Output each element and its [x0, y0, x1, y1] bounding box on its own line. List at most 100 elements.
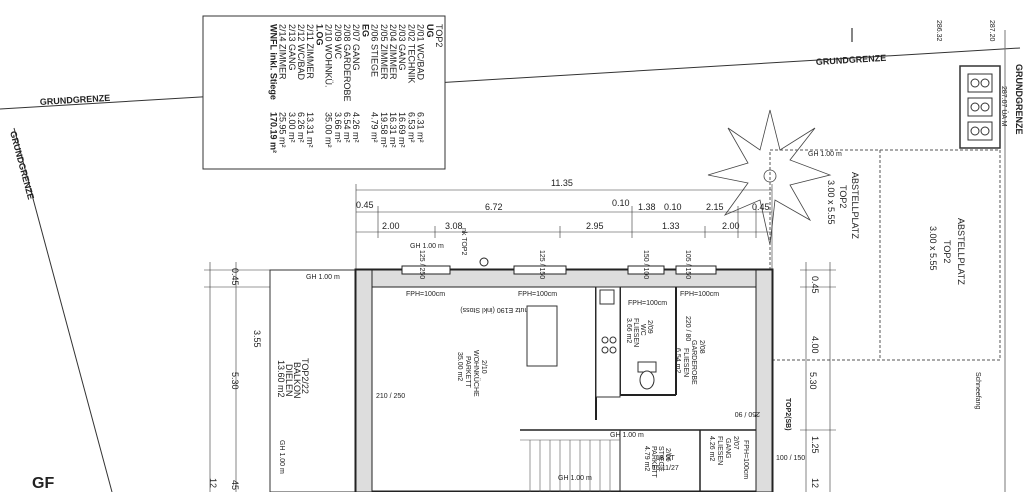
- garderobe-code: 2/08: [698, 340, 705, 354]
- parking-left-top: TOP2: [838, 185, 848, 208]
- schedule-area: 6.31 m²: [416, 112, 426, 143]
- schedule-group: EG: [360, 24, 370, 37]
- wc-fixture: [637, 361, 657, 390]
- garderobe-name: GARDEROBE: [690, 340, 697, 385]
- brandschutz-label: Brandschutz E190 (inkl Stoss): [460, 306, 554, 313]
- balcony-gh-top: GH 1.00 m: [306, 274, 340, 281]
- door-label-250-90: 250 / 90: [735, 410, 760, 417]
- schedule-row: 2/12 WC/BAD: [296, 24, 306, 81]
- stair-gh-label: GH 1.00 m: [610, 432, 644, 439]
- schedule-row: 2/13 GANG: [287, 24, 297, 71]
- gang-area: 4.26 m2: [708, 436, 715, 461]
- stiege-floor: PARKETT: [650, 446, 657, 478]
- parking-right-label: ABSTELLPLATZ: [956, 218, 966, 285]
- dim-v-530-left: 5.30: [230, 372, 240, 390]
- nk-top2-label: nk TOP2: [460, 228, 467, 255]
- schedule-area: 170.19 m²: [268, 112, 278, 153]
- schedule-area: 6.26 m²: [296, 112, 306, 143]
- dim-045-left: 0.45: [356, 200, 374, 210]
- wohnkueche-code: 2/10: [480, 360, 487, 374]
- window-label-d: 105 / 150: [684, 250, 691, 279]
- dim-v-045-right: 0.45: [810, 276, 820, 294]
- door-label-220-80: 220 / 80: [684, 316, 691, 341]
- schedule-area: 16.31 m²: [388, 112, 398, 148]
- dim-200-b: 2.00: [722, 221, 740, 231]
- dim-010-a: 0.10: [612, 198, 630, 208]
- fph-label-4: FPH=100cm: [680, 291, 719, 298]
- boundary-label-left: GRUNDGRENZE: [8, 130, 36, 201]
- dim-v-125: 1.25: [810, 436, 820, 454]
- parking-right-size: 3.00 x 5.55: [928, 226, 938, 271]
- schedule-area: 4.79 m²: [370, 112, 380, 143]
- schedule-row: 2/14 ZIMMER: [278, 24, 288, 80]
- stair-count: 18 ST: [656, 455, 675, 462]
- property-boundary: [0, 30, 1021, 492]
- boundary-label-bottom-fragment: GF: [32, 475, 54, 492]
- schedule-row: 2/04 ZIMMER: [388, 24, 398, 80]
- wc-area: 3.66 m2: [625, 318, 632, 343]
- balcony-gh-bottom: GH 1.00 m: [278, 440, 285, 474]
- balcony-area: 13.60 m2: [276, 360, 286, 398]
- gh-long-label: GH 1.00 m: [558, 475, 592, 482]
- wohnkueche-area: 35.00 m2: [456, 352, 463, 381]
- dim-138: 1.38: [638, 202, 656, 212]
- dim-133: 1.33: [662, 221, 680, 231]
- boundary-label-top-left: GRUNDGRENZE: [40, 93, 111, 107]
- dim-v-12-right: 12: [810, 478, 820, 488]
- schedule-area: 4.26 m²: [351, 112, 361, 143]
- garderobe-floor: FLIESEN: [682, 348, 689, 377]
- schedule-area: 3.66 m²: [333, 112, 343, 143]
- stiege-area: 4.79 m2: [643, 446, 650, 471]
- dim-v-45-left: 45: [230, 480, 240, 490]
- parking-gh-label: GH 1.00 m: [808, 151, 842, 158]
- dim-215: 2.15: [706, 202, 724, 212]
- schedule-area: 35.00 m²: [324, 112, 334, 148]
- fph-label-2: FPH=100cm: [518, 291, 557, 298]
- parking-left-label: ABSTELLPLATZ: [850, 172, 860, 239]
- schedule-area: 19.58 m²: [379, 112, 389, 148]
- dim-v-400: 4.00: [810, 336, 820, 354]
- elevation-left: 286.32: [935, 20, 942, 42]
- dimension-lines-right: [800, 262, 836, 492]
- wc-code: 2/09: [646, 320, 653, 334]
- schedule-row: 2/08 GARDEROBE: [342, 24, 352, 102]
- wc-name: WC: [639, 324, 646, 336]
- schedule-title: TOP2: [434, 24, 444, 47]
- garderobe-area: 6.54 m2: [674, 348, 681, 373]
- stiege-code: 2/06: [664, 448, 671, 462]
- schedule-row: 2/11 ZIMMER: [305, 24, 315, 79]
- parking-area: [769, 149, 1001, 361]
- gang-floor: FLIESEN: [716, 436, 723, 465]
- dim-200: 2.00: [382, 221, 400, 231]
- window-label-b: 125 / 150: [538, 250, 545, 279]
- stair-ratio: 16.11/27: [652, 465, 679, 472]
- schedule-area: 6.54 m²: [342, 112, 352, 143]
- schedule-area: 25.95 m²: [278, 112, 288, 148]
- dim-010-b: 0.10: [664, 202, 682, 212]
- fph-label-5: FPH=100cm: [742, 440, 749, 479]
- schedule-row: 2/03 GANG: [397, 24, 407, 71]
- windows-top: [401, 265, 717, 275]
- gang-name: GANG: [724, 438, 731, 459]
- fph-label-1: FPH=100cm: [406, 291, 445, 298]
- window-label-a: 125 / 250: [418, 250, 425, 279]
- schedule-row: 2/05 ZIMMER: [379, 24, 389, 80]
- dim-v-045-top: 0.45: [230, 268, 240, 286]
- boundary-label-right: GRUNDGRENZE: [1014, 64, 1024, 135]
- dim-308: 3.08: [445, 221, 463, 231]
- schedule-row: 2/10 WOHNKÜ.: [324, 24, 334, 88]
- schedule-area: 13.31 m²: [305, 112, 315, 148]
- parking-left-size: 3.00 x 5.55: [826, 180, 836, 225]
- kitchen: [526, 286, 621, 398]
- schedule-row: 2/09 WC: [333, 24, 343, 60]
- schedule-group: 1.OG: [314, 24, 324, 46]
- dim-v-530-right: 5.30: [808, 372, 818, 390]
- dim-295: 2.95: [586, 221, 604, 231]
- dim-045-right: 0.45: [752, 202, 770, 212]
- wc-floor: FLIESEN: [632, 318, 639, 347]
- schedule-row: 2/06 STIEGE: [370, 24, 380, 77]
- balcony-name: BALKON: [292, 362, 302, 399]
- door-label-100-150: 100 / 150: [776, 455, 805, 462]
- door-label-210-250: 210 / 250: [376, 393, 405, 400]
